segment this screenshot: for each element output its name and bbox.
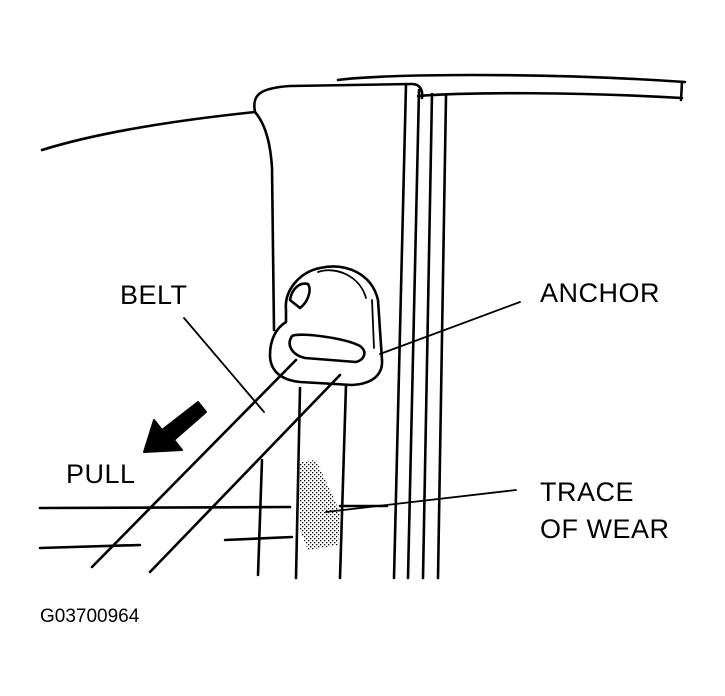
figure-code: G03700964 bbox=[40, 606, 140, 627]
anchor-housing bbox=[268, 265, 384, 387]
trace-label-line2: OF WEAR bbox=[540, 514, 670, 544]
seat-back-outline bbox=[40, 73, 687, 332]
trim-vertical-lines bbox=[256, 383, 348, 580]
pull-arrow-icon bbox=[143, 401, 207, 453]
trace-label-line1: TRACE bbox=[540, 477, 634, 507]
seat-belt-webbing bbox=[90, 358, 342, 574]
pull-label: PULL bbox=[66, 459, 136, 489]
belt-label: BELT bbox=[120, 280, 188, 310]
anchor-leader-line bbox=[379, 301, 521, 355]
trace-of-wear-area bbox=[298, 460, 340, 550]
trace-leader-line bbox=[325, 489, 517, 513]
anchor-label: ANCHOR bbox=[540, 278, 660, 308]
belt-leader-line bbox=[183, 317, 265, 413]
